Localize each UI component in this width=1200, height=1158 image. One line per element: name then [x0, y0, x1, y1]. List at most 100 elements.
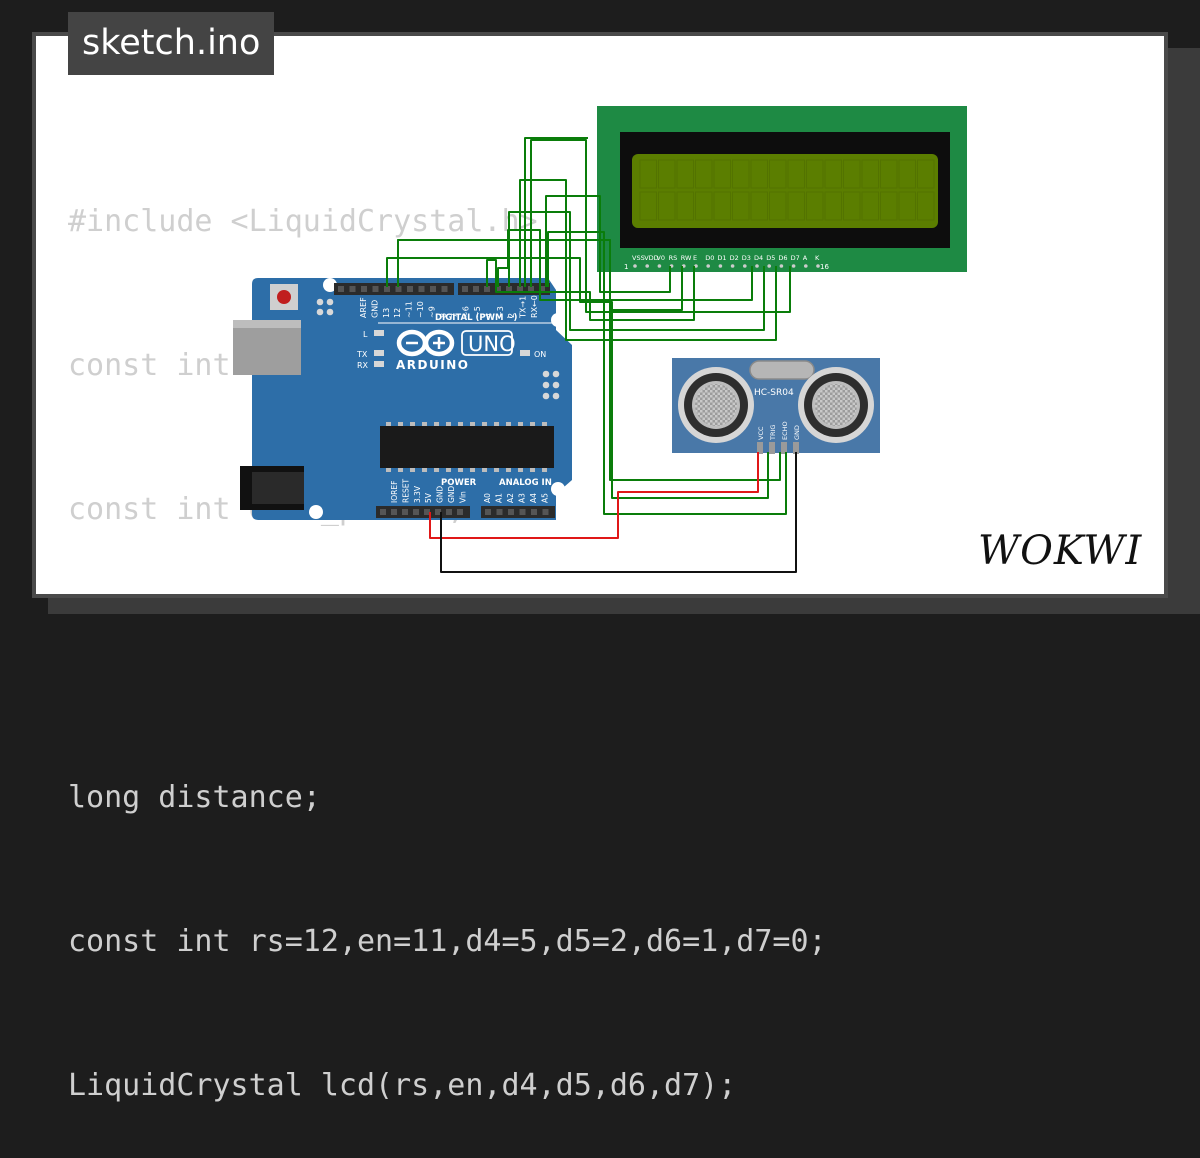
chip-leg: [518, 422, 523, 426]
lcd-char-cell: [750, 191, 768, 221]
header-pin[interactable]: [462, 286, 468, 292]
lcd-pin[interactable]: [718, 264, 723, 268]
header-pin[interactable]: [349, 286, 356, 292]
lcd-pin[interactable]: [694, 264, 698, 268]
lcd-pin-first: 1: [624, 263, 628, 271]
header-pin[interactable]: [361, 286, 367, 292]
lcd-char-cell: [806, 191, 824, 221]
lcd-pin-label: D0: [705, 254, 714, 262]
pin-label: ~6: [462, 306, 471, 318]
pin-label: Vin: [458, 491, 467, 503]
header-pin[interactable]: [506, 286, 512, 292]
header-pin[interactable]: [539, 286, 545, 292]
lcd-pin[interactable]: [645, 264, 649, 268]
pin-label: 13: [382, 308, 391, 318]
header-pin[interactable]: [484, 286, 490, 292]
header-pin[interactable]: [496, 509, 503, 515]
lcd-pin[interactable]: [633, 264, 637, 268]
pin-label: TX→1: [519, 296, 528, 319]
header-pin[interactable]: [508, 509, 514, 515]
lcd-pin[interactable]: [706, 264, 710, 268]
lcd-pin-label: VDD: [644, 254, 658, 262]
led-l-label: L: [363, 330, 368, 339]
lcd-char-cell: [787, 191, 805, 221]
header-pin[interactable]: [531, 509, 537, 515]
analog-header-label: ANALOG IN: [499, 478, 552, 488]
header-pin[interactable]: [473, 286, 479, 292]
header-pin[interactable]: [517, 286, 523, 292]
header-pin[interactable]: [407, 286, 413, 292]
pin-label: A5: [541, 493, 550, 503]
pin-label: 7: [450, 313, 459, 318]
lcd-char-cell: [917, 159, 935, 189]
lcd-pin-label: D7: [791, 254, 800, 262]
header-pin[interactable]: [519, 509, 526, 515]
header-pin[interactable]: [372, 286, 379, 292]
header-pin[interactable]: [380, 509, 386, 515]
header-pin[interactable]: [424, 509, 430, 515]
lcd-pin[interactable]: [657, 264, 662, 268]
header-pin[interactable]: [391, 509, 397, 515]
header-pin[interactable]: [542, 509, 549, 515]
header-pin[interactable]: [413, 509, 419, 515]
pin-label: A4: [529, 493, 538, 503]
lcd-pin-label: V0: [656, 254, 665, 262]
pin-label: ~5: [473, 306, 482, 318]
header-pin[interactable]: [338, 286, 344, 292]
lcd-char-cell: [658, 159, 676, 189]
header-pin[interactable]: [435, 509, 441, 515]
microcontroller-chip: [380, 426, 554, 468]
pin-label: RESET: [401, 479, 410, 503]
lcd-pin[interactable]: [755, 264, 759, 268]
chip-leg: [482, 422, 487, 426]
pin-label: A3: [518, 493, 527, 503]
pin-label: 12: [393, 308, 402, 318]
header-pin[interactable]: [430, 286, 436, 292]
header-pin[interactable]: [395, 286, 402, 292]
lcd-char-cell: [639, 191, 657, 221]
wokwi-logo[interactable]: WOKWI: [978, 524, 1150, 576]
sensor-model-label: HC-SR04: [754, 388, 794, 398]
lcd-pin[interactable]: [816, 264, 820, 268]
chip-leg: [446, 468, 451, 472]
chip-leg: [422, 468, 427, 472]
chip-leg: [386, 468, 391, 472]
file-tab[interactable]: sketch.ino: [68, 12, 275, 75]
lcd-pin-label: D6: [778, 254, 787, 262]
lcd-char-cell: [843, 191, 861, 221]
lcd-pin[interactable]: [730, 264, 735, 268]
lcd-pin[interactable]: [767, 264, 771, 268]
header-pin[interactable]: [446, 509, 452, 515]
header-pin[interactable]: [441, 286, 448, 292]
header-pin[interactable]: [384, 286, 390, 292]
chip-leg: [434, 468, 439, 472]
wire-d11-lcd-e: [486, 259, 695, 321]
pin-label: GND: [447, 486, 456, 503]
wire-d13-trig: [386, 257, 769, 499]
header-pin[interactable]: [457, 509, 463, 515]
header-pin[interactable]: [402, 509, 408, 515]
wire-d4-lcd-d5: [508, 211, 765, 331]
wire-5v-vcc: [429, 452, 759, 539]
lcd-char-cell: [695, 191, 713, 221]
chip-leg: [530, 468, 535, 472]
header-pin[interactable]: [418, 286, 425, 292]
header-pin[interactable]: [485, 509, 491, 515]
digital-header-label: DIGITAL (PWM ~): [435, 313, 517, 323]
header-pin[interactable]: [528, 286, 534, 292]
lcd-pin[interactable]: [743, 264, 747, 268]
lcd-char-cell: [898, 159, 916, 189]
pin-label: 5V: [424, 492, 433, 503]
pin-label: AREF: [359, 297, 368, 318]
header-pin[interactable]: [495, 286, 501, 292]
lcd-pin[interactable]: [804, 264, 808, 268]
pin-label: A0: [483, 493, 492, 503]
lcd-pin[interactable]: [791, 264, 796, 268]
lcd-pin[interactable]: [779, 264, 784, 268]
pin-label: ~3: [496, 306, 505, 318]
reset-button[interactable]: [277, 290, 291, 304]
code-line: const int rs=12,en=11,d4=5,d5=2,d6=1,d7=…: [68, 924, 827, 959]
